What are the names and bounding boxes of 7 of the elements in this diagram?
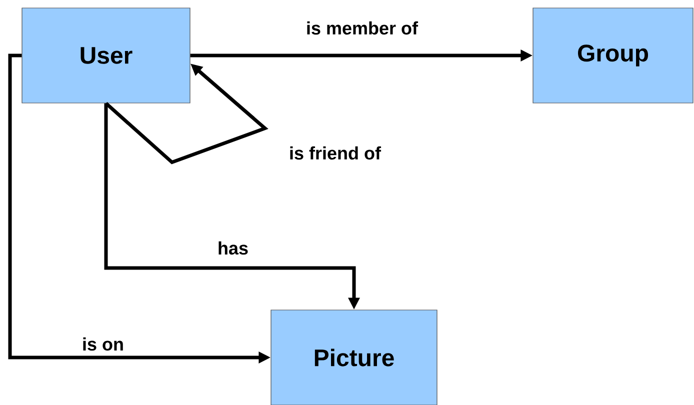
entity-box: Group: [532, 8, 694, 104]
edge-label: is friend of: [288, 145, 382, 161]
edge-label: is on: [81, 336, 125, 352]
entity-box: Picture: [270, 310, 438, 405]
entity-box: User: [22, 8, 190, 104]
edge-label: has: [216, 240, 250, 256]
edge-label: is member of: [304, 20, 420, 36]
